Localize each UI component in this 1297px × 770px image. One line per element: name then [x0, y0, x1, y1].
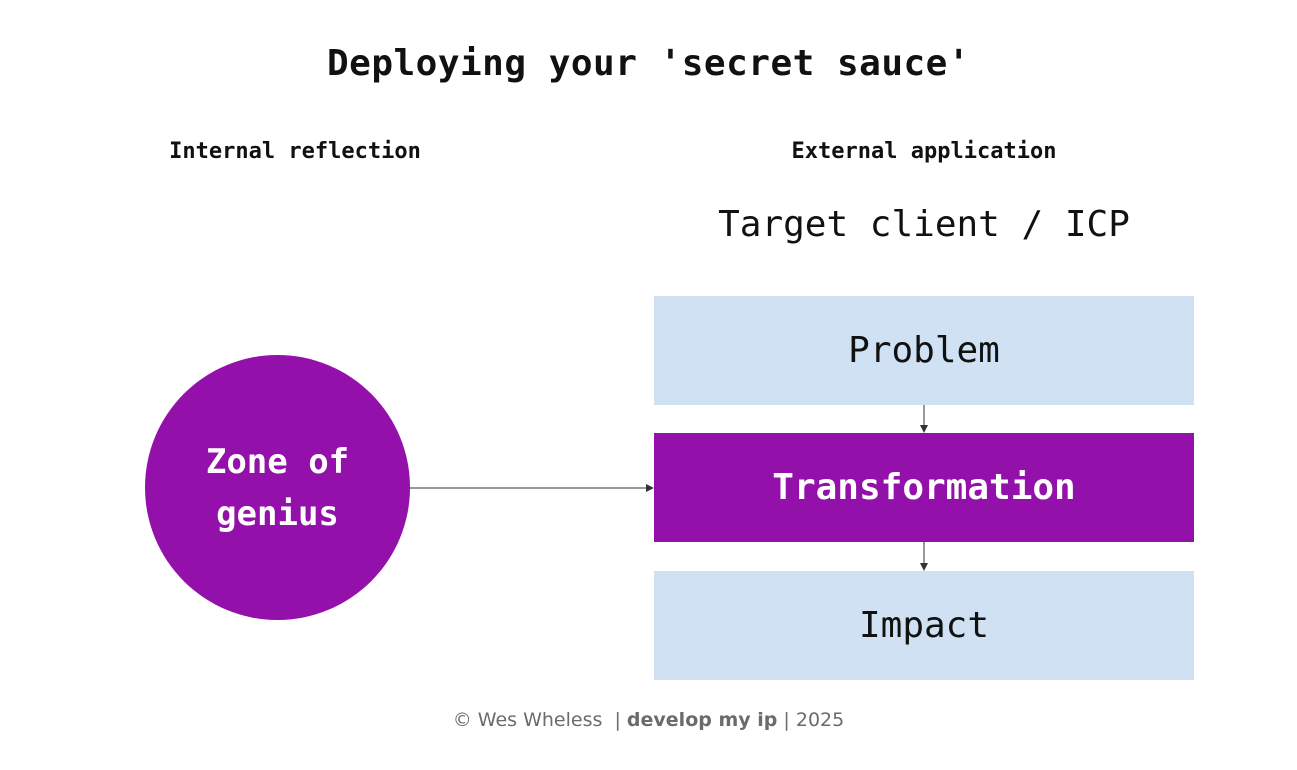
external-application-heading: External application [791, 139, 1057, 164]
footer-credit: © Wes Wheless | develop my ip | 2025 [0, 706, 1297, 734]
transformation-box: Transformation [654, 433, 1194, 542]
impact-label: Impact [858, 605, 990, 646]
internal-reflection-heading: Internal reflection [169, 139, 421, 164]
transformation-label: Transformation [772, 467, 1076, 508]
footer-year: | 2025 [777, 709, 845, 731]
footer-brand: develop my ip [626, 709, 778, 731]
diagram-title: Deploying your 'secret sauce' [326, 43, 971, 84]
impact-box: Impact [654, 571, 1194, 680]
problem-box: Problem [654, 296, 1194, 405]
target-client-label: Target client / ICP [718, 204, 1130, 245]
footer-copyright: © Wes Wheless | [452, 709, 627, 731]
zone-of-genius-circle: Zone of genius [145, 355, 410, 620]
zone-of-genius-label: Zone of genius [205, 441, 350, 534]
problem-label: Problem [848, 330, 1000, 371]
